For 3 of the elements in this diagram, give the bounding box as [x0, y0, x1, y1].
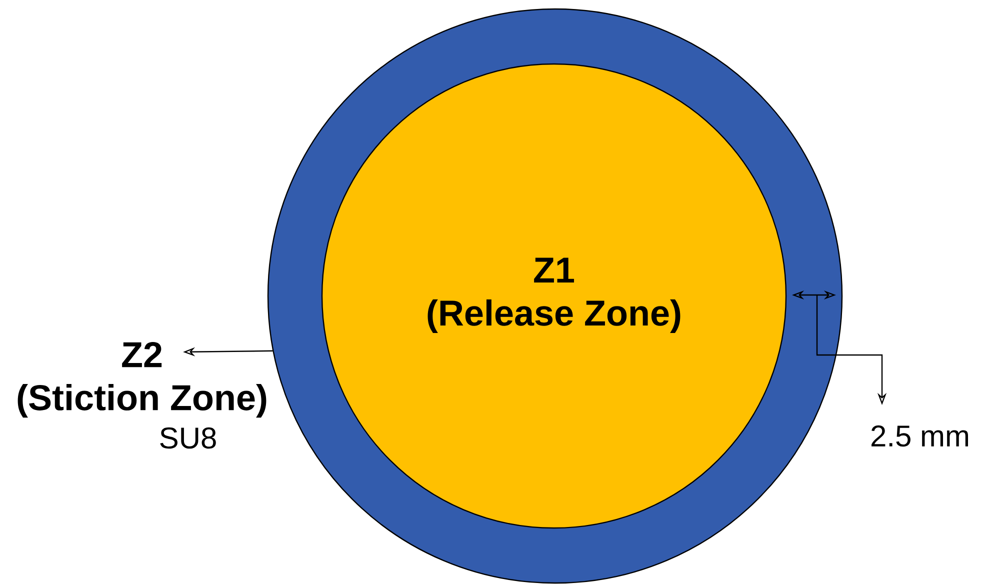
material-label: SU8 [160, 427, 216, 449]
zone-label: Z2 (Stiction Zone) [18, 342, 266, 418]
dimension-label: 2.5 mm [872, 425, 968, 447]
